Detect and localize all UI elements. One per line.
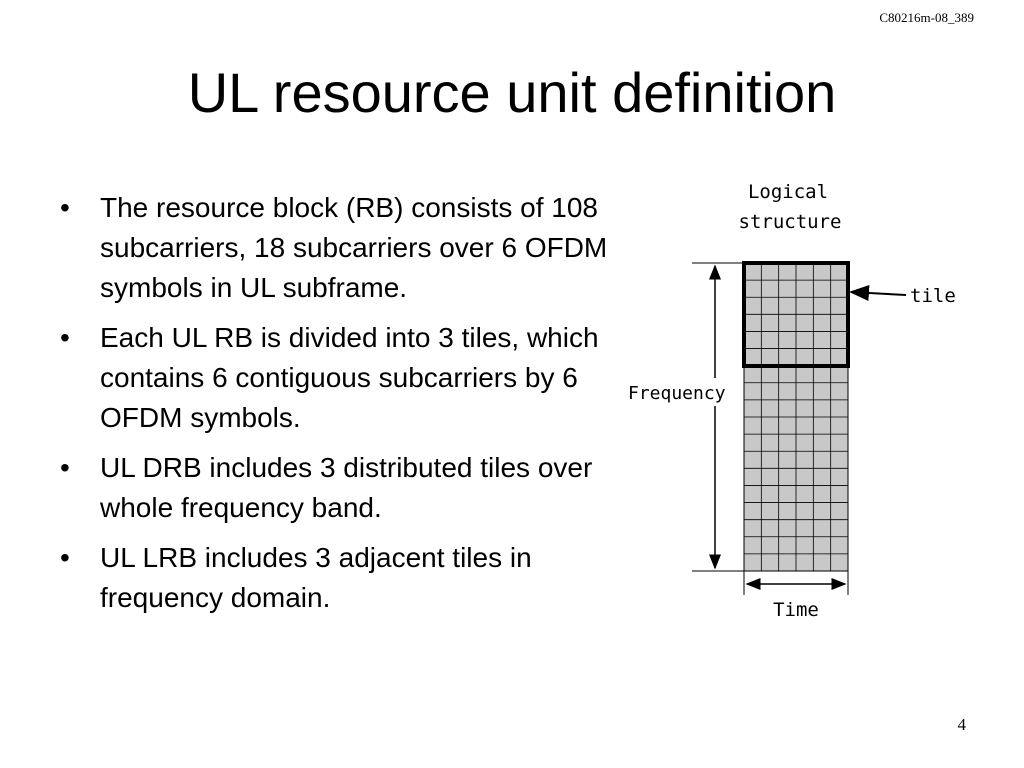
frequency-label-background xyxy=(626,378,738,406)
bullet-item: • UL LRB includes 3 adjacent tiles in fr… xyxy=(60,538,620,618)
resource-block-diagram: Logical structure tile Frequency Time xyxy=(626,181,956,621)
slide-number: 4 xyxy=(957,715,967,734)
time-label: Time xyxy=(773,599,819,621)
bullet-item: • UL DRB includes 3 distributed tiles ov… xyxy=(60,448,620,528)
document-id: C80216m-08_389 xyxy=(879,10,974,25)
bullet-marker: • xyxy=(60,452,70,483)
bullet-item: • Each UL RB is divided into 3 tiles, wh… xyxy=(60,318,620,438)
bullet-marker: • xyxy=(60,192,70,223)
bullet-item: • The resource block (RB) consists of 10… xyxy=(60,188,620,308)
resource-grid xyxy=(743,262,849,572)
bullet-marker: • xyxy=(60,542,70,573)
bullet-text: UL DRB includes 3 distributed tiles over… xyxy=(100,452,593,523)
logical-structure-label-line1: Logical xyxy=(748,181,828,203)
tile-label: tile xyxy=(910,285,956,307)
bullet-marker: • xyxy=(60,322,70,353)
bullet-text: UL LRB includes 3 adjacent tiles in freq… xyxy=(100,542,532,613)
frequency-label: Frequency xyxy=(628,383,726,404)
logical-structure-label-line2: structure xyxy=(739,211,842,233)
bullet-text: Each UL RB is divided into 3 tiles, whic… xyxy=(100,322,599,433)
tile-pointer-arrow xyxy=(849,284,907,301)
tile-outline xyxy=(742,261,850,368)
bullet-list: • The resource block (RB) consists of 10… xyxy=(60,188,620,628)
slide-title: UL resource unit definition xyxy=(187,61,837,124)
bullet-text: The resource block (RB) consists of 108 … xyxy=(100,192,608,303)
